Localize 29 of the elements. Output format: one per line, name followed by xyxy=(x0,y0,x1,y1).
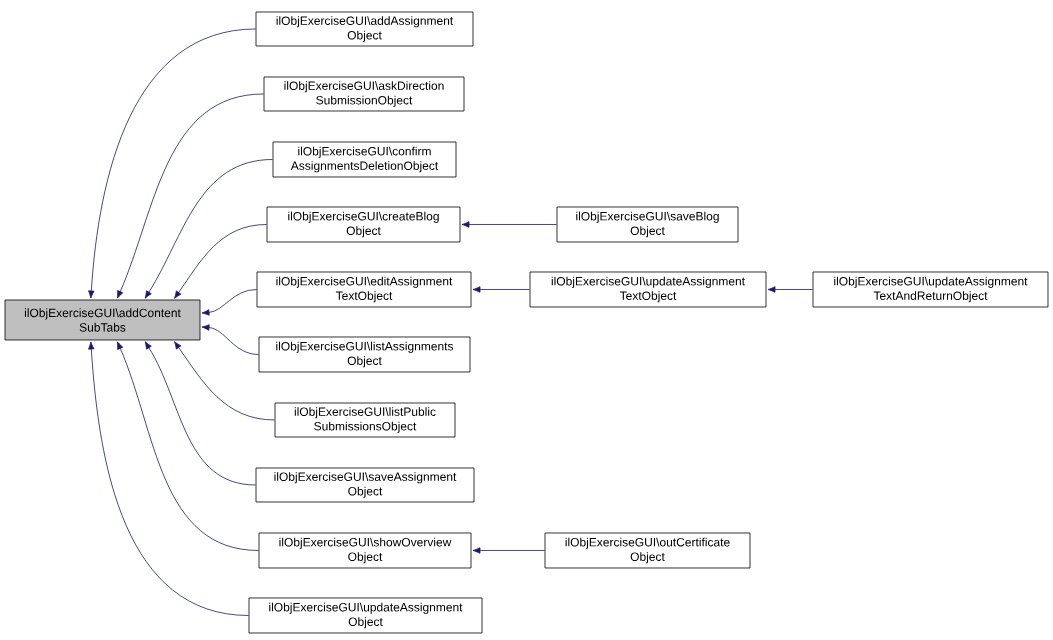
function-box: ilObjExerciseGUI\outCertificate Object xyxy=(544,532,751,569)
arrow xyxy=(144,341,256,486)
function-box: ilObjExerciseGUI\addAssignment Object xyxy=(255,11,474,47)
arrow xyxy=(461,221,557,228)
arrow xyxy=(144,159,273,299)
function-box: ilObjExerciseGUI\saveAssignment Object xyxy=(255,467,475,503)
arrow xyxy=(117,93,264,299)
arrow xyxy=(88,28,256,299)
arrow xyxy=(201,324,259,355)
function-box: ilObjExerciseGUI\showOverview Object xyxy=(258,532,472,569)
arrow xyxy=(472,286,530,293)
function-box: ilObjExerciseGUI\saveBlog Object xyxy=(556,206,739,243)
function-box: ilObjExerciseGUI\confirm AssignmentsDeletionObject xyxy=(272,141,457,178)
function-box: ilObjExerciseGUI\updateAssignment Object xyxy=(248,597,483,634)
arrow xyxy=(174,341,275,421)
arrow xyxy=(472,547,545,554)
arrow xyxy=(88,341,249,616)
function-box: ilObjExerciseGUI\updateAssignment TextObject xyxy=(529,271,767,308)
arrow xyxy=(767,286,813,293)
selected-function-box: ilObjExerciseGUI\addContent SubTabs xyxy=(4,299,201,341)
function-box: ilObjExerciseGUI\createBlog Object xyxy=(266,206,461,243)
arrow xyxy=(174,224,267,299)
function-box: ilObjExerciseGUI\listPublic SubmissionsObject xyxy=(274,402,456,438)
function-box: ilObjExerciseGUI\updateAssignment TextAndReturnObject xyxy=(812,271,1049,308)
arrow xyxy=(117,341,259,551)
function-box: ilObjExerciseGUI\listAssignments Object xyxy=(258,336,471,373)
function-box: ilObjExerciseGUI\editAssignment TextObject xyxy=(256,271,472,308)
arrow xyxy=(201,289,257,316)
function-box: ilObjExerciseGUI\askDirection SubmissionObject xyxy=(263,76,465,112)
